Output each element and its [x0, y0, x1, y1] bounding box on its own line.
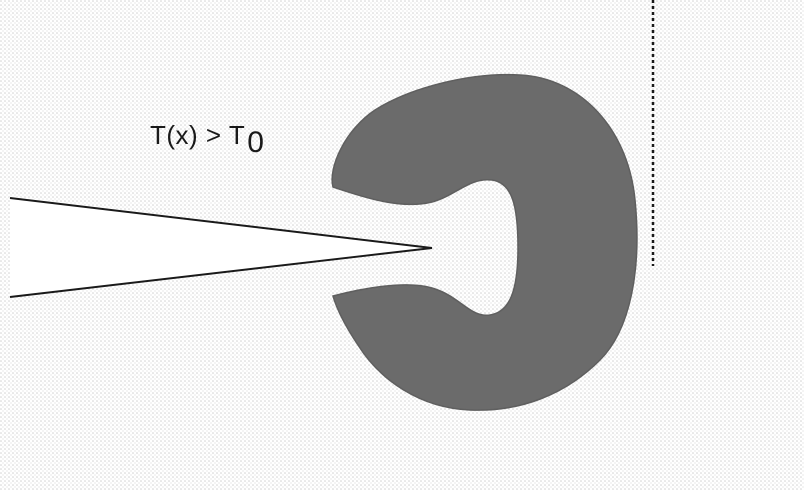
inequality-label: T(x) > T0: [150, 118, 264, 152]
inequality-main: T(x) > T: [150, 120, 245, 150]
inequality-subscript: 0: [247, 126, 264, 159]
